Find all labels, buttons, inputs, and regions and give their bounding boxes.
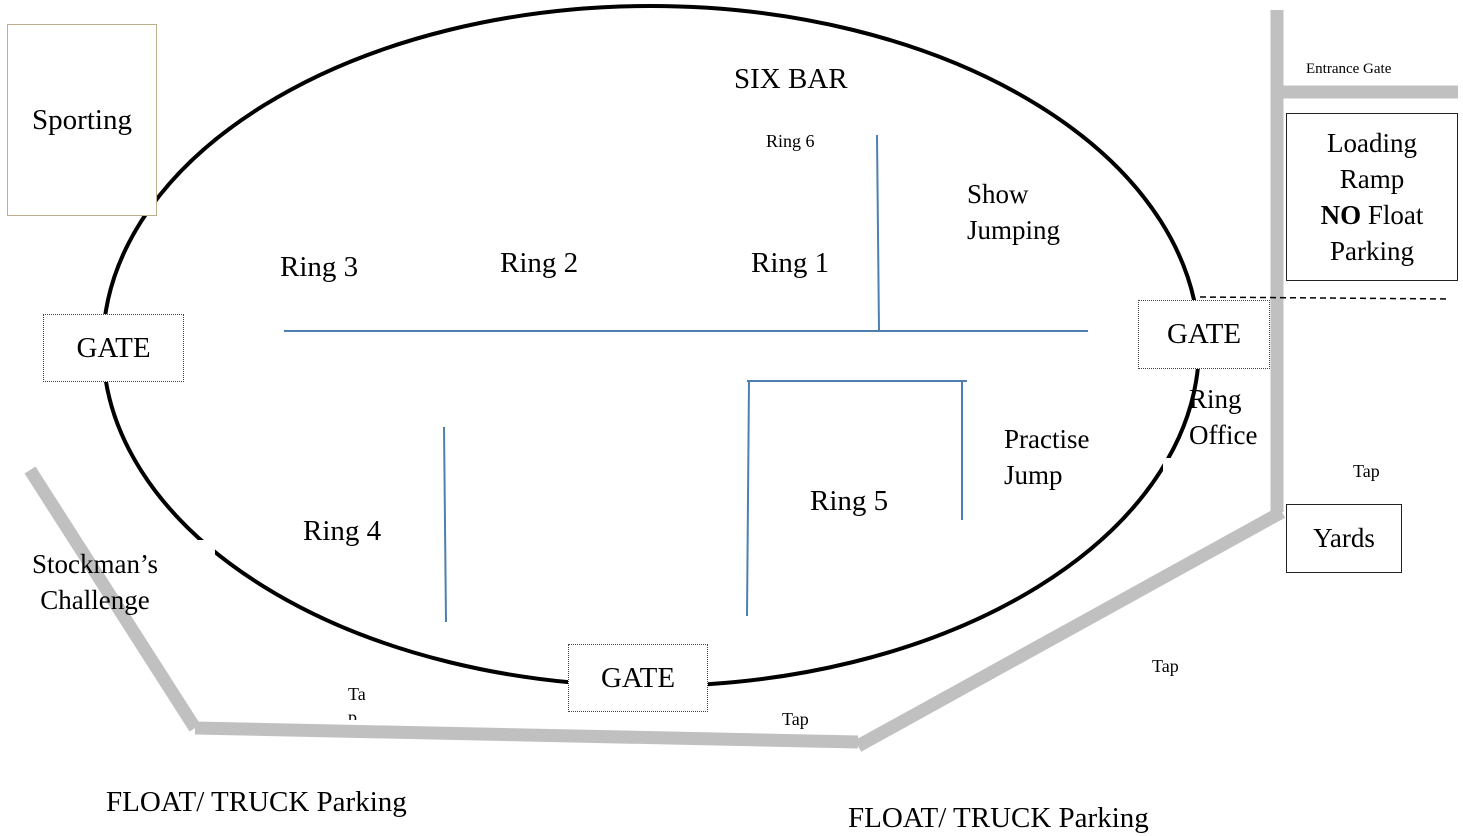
sporting-label: Sporting: [32, 103, 132, 136]
stockmans-challenge-label: Stockman’s Challenge: [32, 547, 158, 618]
loading-ramp-area: Loading Ramp NO Float Parking: [1286, 113, 1458, 281]
tap-bottom: Tap: [782, 709, 809, 729]
float-truck-parking-right: FLOAT/ TRUCK Parking: [848, 802, 1149, 834]
gate-west: GATE: [43, 314, 184, 382]
entrance-gate-label: Entrance Gate: [1306, 61, 1392, 77]
sporting-area: Sporting: [7, 24, 157, 216]
practise-jump-line2: Jump: [1004, 459, 1063, 490]
road-west-diagonal: [24, 466, 201, 732]
oval-break-southwest: [150, 540, 215, 614]
ring-divider-ring4: [443, 426, 447, 623]
gate-east: GATE: [1138, 300, 1270, 369]
gate-west-label: GATE: [76, 331, 151, 364]
loading-ramp-line3: NO Float: [1321, 197, 1424, 233]
loading-ramp-line1: Loading: [1327, 127, 1417, 158]
gate-south-label: GATE: [600, 661, 676, 694]
yards-label: Yards: [1313, 523, 1375, 553]
ring-5-label: Ring 5: [810, 485, 889, 517]
loading-ramp-line2: Ramp: [1339, 163, 1405, 194]
stockmans-line2: Challenge: [40, 584, 150, 615]
ring-office-line2: Office: [1189, 419, 1258, 450]
ring-office-line1: Ring: [1189, 384, 1242, 414]
dashed-boundary: [1199, 296, 1451, 300]
tap-right-lower: Tap: [1152, 656, 1179, 676]
stockmans-line1: Stockman’s: [32, 549, 158, 579]
title-six-bar: SIX BAR: [734, 63, 848, 95]
no-float-emphasis: NO: [1320, 200, 1362, 230]
loading-ramp-float: Float: [1361, 200, 1424, 230]
gate-south: GATE: [568, 644, 708, 712]
tap-split-bottom: p: [348, 707, 357, 720]
ring-4-label: Ring 4: [303, 515, 382, 547]
practise-jump-label: Practise Jump: [1004, 422, 1089, 493]
arena-oval: [101, 4, 1201, 688]
show-jumping-label: Show Jumping: [967, 177, 1060, 248]
tap-split-top: Ta: [348, 684, 366, 704]
tap-right-upper: Tap: [1353, 461, 1380, 481]
yards-area: Yards: [1286, 504, 1402, 573]
road-south: [194, 721, 859, 749]
practise-jump-line1: Practise: [1004, 424, 1090, 454]
ring-1-label: Ring 1: [751, 247, 830, 279]
oval-break-east: [1163, 458, 1177, 522]
ring-2-label: Ring 2: [500, 247, 579, 279]
road-diagonal-southeast: [854, 506, 1286, 752]
float-truck-parking-left: FLOAT/ TRUCK Parking: [106, 786, 407, 818]
loading-ramp-line4: Parking: [1330, 236, 1414, 267]
gate-east-label: GATE: [1166, 318, 1242, 350]
ring5-left: [746, 380, 750, 617]
show-jumping-line2: Jumping: [967, 214, 1061, 245]
ring-6-label: Ring 6: [766, 131, 815, 151]
ring-divider-ring6: [876, 134, 880, 332]
ring-office-label: Ring Office: [1189, 382, 1257, 453]
ring-3-label: Ring 3: [280, 251, 359, 283]
show-jumping-line1: Show: [967, 179, 1029, 209]
